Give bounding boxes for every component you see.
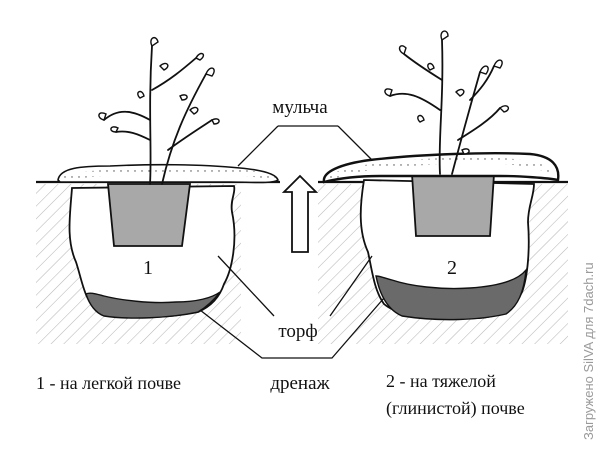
pit-1: 1 (57, 163, 279, 319)
caption-pit-2-line-1: 2 - на тяжелой (386, 371, 496, 391)
mulch-leader-right (337, 125, 373, 161)
plant-1 (98, 36, 220, 185)
drainage-label: дренаж (270, 373, 330, 394)
plant-2 (384, 30, 510, 175)
leader-lines (199, 125, 385, 359)
mulch-leader-left (237, 125, 279, 167)
mulch-label: мульча (272, 97, 328, 118)
pot-2 (411, 173, 495, 237)
watermark: Загружено SilVA для 7dach.ru (581, 262, 596, 440)
pot-1 (107, 183, 192, 247)
pit-2-drainage (375, 267, 527, 321)
peat-leader-right (329, 255, 373, 317)
drainage-leader (199, 297, 385, 359)
pit-1-drainage (85, 291, 221, 319)
peat-leader-left (217, 255, 275, 317)
pit-2: 2 (322, 152, 560, 321)
up-arrow (281, 174, 319, 253)
pit-2-number: 2 (447, 257, 457, 279)
caption-pit-1: 1 - на легкой почве (36, 373, 181, 393)
caption-pit-2-line-2: (глинистой) почве (386, 398, 525, 419)
peat-label: торф (278, 321, 317, 342)
pit-1-number: 1 (143, 257, 153, 279)
